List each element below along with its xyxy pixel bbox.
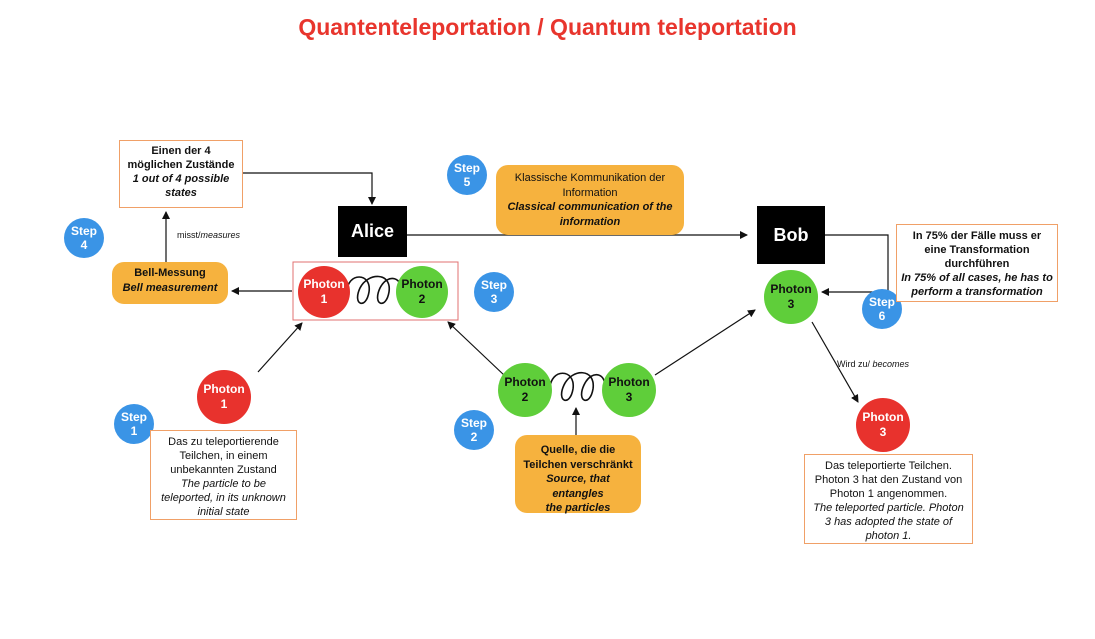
transform-en-line: perform a transformation [911, 286, 1043, 298]
states-de-line: möglichen Zustände [127, 159, 235, 171]
photon-number: 1 [320, 292, 328, 306]
teleported-de-line: Photon 3 hat den Zustand von [814, 474, 963, 486]
alice-box: Alice [338, 206, 407, 257]
page-title: Quantenteleportation / Quantum teleporta… [298, 14, 797, 40]
classical-communication-box: Klassische Kommunikation der Information… [496, 165, 684, 235]
step-number: 2 [470, 430, 478, 444]
step-number: 4 [80, 238, 88, 252]
arrow-bob-to-photon3 [810, 234, 889, 296]
states-en-line: 1 out of 4 possible [132, 173, 230, 185]
photon-3-bob: Photon 3 [764, 270, 818, 324]
particle-en-line: teleported, in its unknown [161, 492, 286, 504]
teleported-particle-box: Das teleportierte Teilchen. Photon 3 hat… [804, 454, 973, 544]
photon-label: Photon [504, 375, 546, 389]
photon-label: Photon [862, 410, 904, 424]
teleported-en-line: The teleported particle. Photon [813, 502, 964, 514]
entanglement-coil-top [346, 275, 402, 304]
step-label: Step [70, 224, 97, 238]
photon-number: 2 [521, 390, 529, 404]
bell-en-line: Bell measurement [122, 281, 218, 294]
transform-en-line: In 75% of all cases, he has to [901, 272, 1053, 284]
classical-en-line: Classical communication of the [507, 201, 673, 213]
photon-label: Photon [303, 277, 345, 291]
states-en-line: states [165, 187, 197, 199]
entanglement-coil-bottom [549, 371, 606, 401]
particle-de-line: Das zu teleportierende [168, 436, 279, 448]
step-number: 3 [490, 292, 498, 306]
source-en-line: Source, that entangles [546, 473, 610, 500]
source-de-line: Quelle, die die [540, 444, 616, 456]
photon-label: Photon [770, 282, 812, 296]
step-label: Step [120, 410, 147, 424]
step-label: Step [868, 295, 895, 309]
step-label: Step [480, 278, 507, 292]
classical-de-line: Information [562, 186, 618, 199]
photon-number: 3 [787, 297, 795, 311]
photon-label: Photon [401, 277, 443, 291]
photon-number: 3 [625, 390, 633, 404]
source-en-line: the particles [545, 502, 611, 514]
particle-en-line: The particle to be [181, 478, 266, 490]
photon-number: 3 [879, 425, 887, 439]
photon-number: 2 [418, 292, 426, 306]
transform-de-line: In 75% der Fälle muss er [912, 230, 1042, 242]
entangled-pair-frame [292, 261, 459, 321]
photon-number: 1 [220, 397, 228, 411]
classical-de-line: Klassische Kommunikation der [514, 172, 666, 184]
arrow-states-to-alice [243, 172, 376, 205]
photon-3-source: Photon 3 [602, 363, 656, 417]
teleported-en-line: photon 1. [865, 530, 912, 542]
particle-de-line: Teilchen, in einem [179, 450, 268, 462]
source-de-line: Teilchen verschränkt [523, 458, 633, 471]
photon-2-source: Photon 2 [498, 363, 552, 417]
bell-measurement-box: Bell-Messung Bell measurement [112, 262, 228, 304]
particle-de-line: unbekannten Zustand [170, 464, 277, 476]
photon-label: Photon [203, 382, 245, 396]
arrow-photon1-to-pair [257, 322, 303, 373]
bell-de-line: Bell-Messung [134, 267, 206, 279]
arrow-photon3-becomes [811, 321, 859, 403]
step-number: 5 [463, 175, 471, 189]
photon-1-single: Photon 1 [197, 370, 251, 424]
teleported-de-line: Das teleportierte Teilchen. [825, 460, 952, 472]
entanglement-source-box: Quelle, die die Teilchen verschränkt Sou… [515, 435, 641, 514]
measures-label: misst/measures [177, 230, 241, 240]
step-label: Step [460, 416, 487, 430]
transform-de-line: eine Transformation [924, 244, 1030, 256]
particle-to-teleport-box: Das zu teleportierende Teilchen, in eine… [150, 430, 297, 520]
photon-1-pair: Photon 1 [298, 266, 350, 318]
transformation-box: In 75% der Fälle muss er eine Transforma… [896, 224, 1058, 302]
states-de-line: Einen der 4 [151, 145, 211, 157]
becomes-label: Wird zu/ becomes [837, 359, 910, 369]
step-number: 1 [130, 424, 138, 438]
possible-states-box: Einen der 4 möglichen Zustände 1 out of … [119, 140, 243, 208]
arrow-photon3-to-bob [654, 309, 756, 376]
transform-de-line: durchführen [944, 258, 1010, 270]
step-number: 6 [878, 309, 886, 323]
photon-2-pair: Photon 2 [396, 266, 448, 318]
bob-box: Bob [757, 206, 825, 264]
teleported-en-line: 3 has adopted the state of [824, 516, 953, 528]
step-label: Step [453, 161, 480, 175]
classical-en-line: information [559, 215, 621, 228]
particle-en-line: initial state [197, 506, 250, 518]
photon-label: Photon [608, 375, 650, 389]
teleported-de-line: Photon 1 angenommen. [829, 488, 948, 500]
photon-3-final: Photon 3 [856, 398, 910, 452]
arrow-photon2-to-pair [447, 321, 506, 377]
